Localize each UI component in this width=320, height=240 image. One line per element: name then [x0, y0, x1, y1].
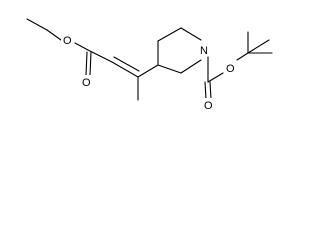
bond-boc-carbonyl-2 [209, 81, 212, 100]
bond-boc-c-o [207, 72, 224, 83]
bond-boc-o-tbu [236, 52, 249, 61]
atom-label-boc-carbonyl-o: O [204, 100, 213, 112]
bond-tbu-3 [247, 39, 270, 54]
bond-alkene-2 [113, 56, 140, 72]
bond-ester-to-alkene [87, 49, 113, 63]
atom-labels: O O N O O [61, 33, 236, 112]
bond-alkene-1 [111, 61, 139, 78]
bond-to-ring [137, 64, 159, 78]
bond-ethyl-ch3-ch2 [26, 18, 48, 31]
bond-boc-carbonyl-1 [204, 81, 207, 100]
bond-ester-carbonyl-2 [89, 51, 92, 76]
bond-ring-5 [157, 64, 182, 74]
atom-label-ester-carbonyl-o: O [82, 77, 91, 89]
bonds [26, 18, 273, 101]
atom-label-ester-ether-o: O [63, 35, 72, 47]
bond-ester-carbonyl-1 [85, 51, 88, 76]
bond-o-ester-carbon [74, 42, 89, 51]
bond-ring-3 [180, 27, 202, 41]
bond-ethyl-ch2-o [46, 29, 62, 41]
atom-label-boc-ether-o: O [226, 63, 235, 75]
bond-ring-4 [180, 59, 202, 74]
atom-label-ring-n: N [200, 45, 208, 57]
bond-ring-2 [157, 27, 182, 42]
chemical-structure-diagram: O O N O O [26, 18, 273, 112]
